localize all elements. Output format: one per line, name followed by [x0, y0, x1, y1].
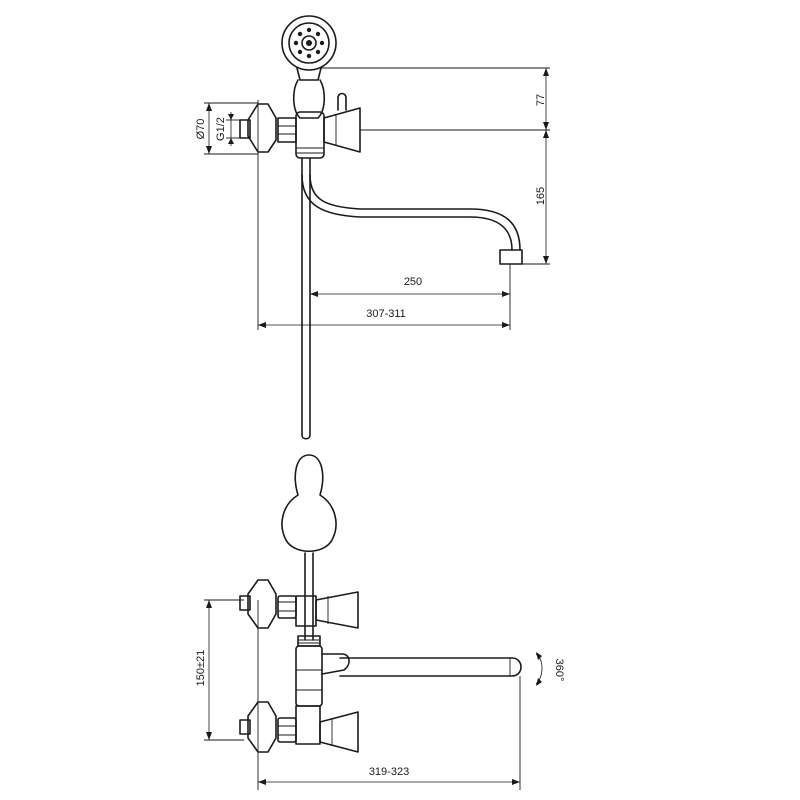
upper-union-nut [277, 595, 297, 619]
dimension-165-label: 165 [535, 187, 547, 205]
spout-swivel [321, 653, 350, 675]
dimension-thread-label: G1/2 [215, 117, 227, 141]
upper-wall-flange [247, 579, 277, 629]
upper-valve-knob [315, 591, 359, 629]
diverter-body [295, 645, 323, 707]
spout-outer [301, 174, 513, 251]
shower-head [281, 15, 337, 81]
side-view: 77 165 Ø70 G1/2 250 307-311 [195, 15, 550, 440]
union-nut [277, 117, 297, 143]
dimension-150-label: 150±21 [195, 650, 207, 687]
shower-holder [292, 79, 326, 119]
dimension-319-323-label: 319-323 [369, 766, 409, 778]
lever-handle [337, 92, 347, 111]
lower-wall-flange [247, 701, 277, 753]
shower-head-plan [281, 454, 337, 553]
dimension-250-label: 250 [404, 276, 422, 288]
wall-connector [239, 119, 251, 139]
lower-valve-body [295, 705, 321, 745]
dimension-307-311-label: 307-311 [366, 308, 406, 320]
rotation-label: 360° [553, 659, 565, 682]
wall-flange [247, 103, 277, 153]
mixer-body [295, 111, 325, 159]
lower-union-nut [277, 717, 297, 743]
diverter-ring [297, 635, 321, 647]
top-view: 360° 150±21 319-323 [195, 454, 565, 790]
dimension-diameter-label: Ø70 [195, 119, 207, 140]
shower-hose [301, 157, 311, 440]
valve-knob [323, 107, 361, 153]
dimension-77-label: 77 [535, 94, 547, 106]
spout-plan [339, 657, 522, 677]
spout-inner [309, 174, 521, 251]
lower-valve-knob [319, 711, 359, 753]
spout-aerator [499, 249, 523, 265]
